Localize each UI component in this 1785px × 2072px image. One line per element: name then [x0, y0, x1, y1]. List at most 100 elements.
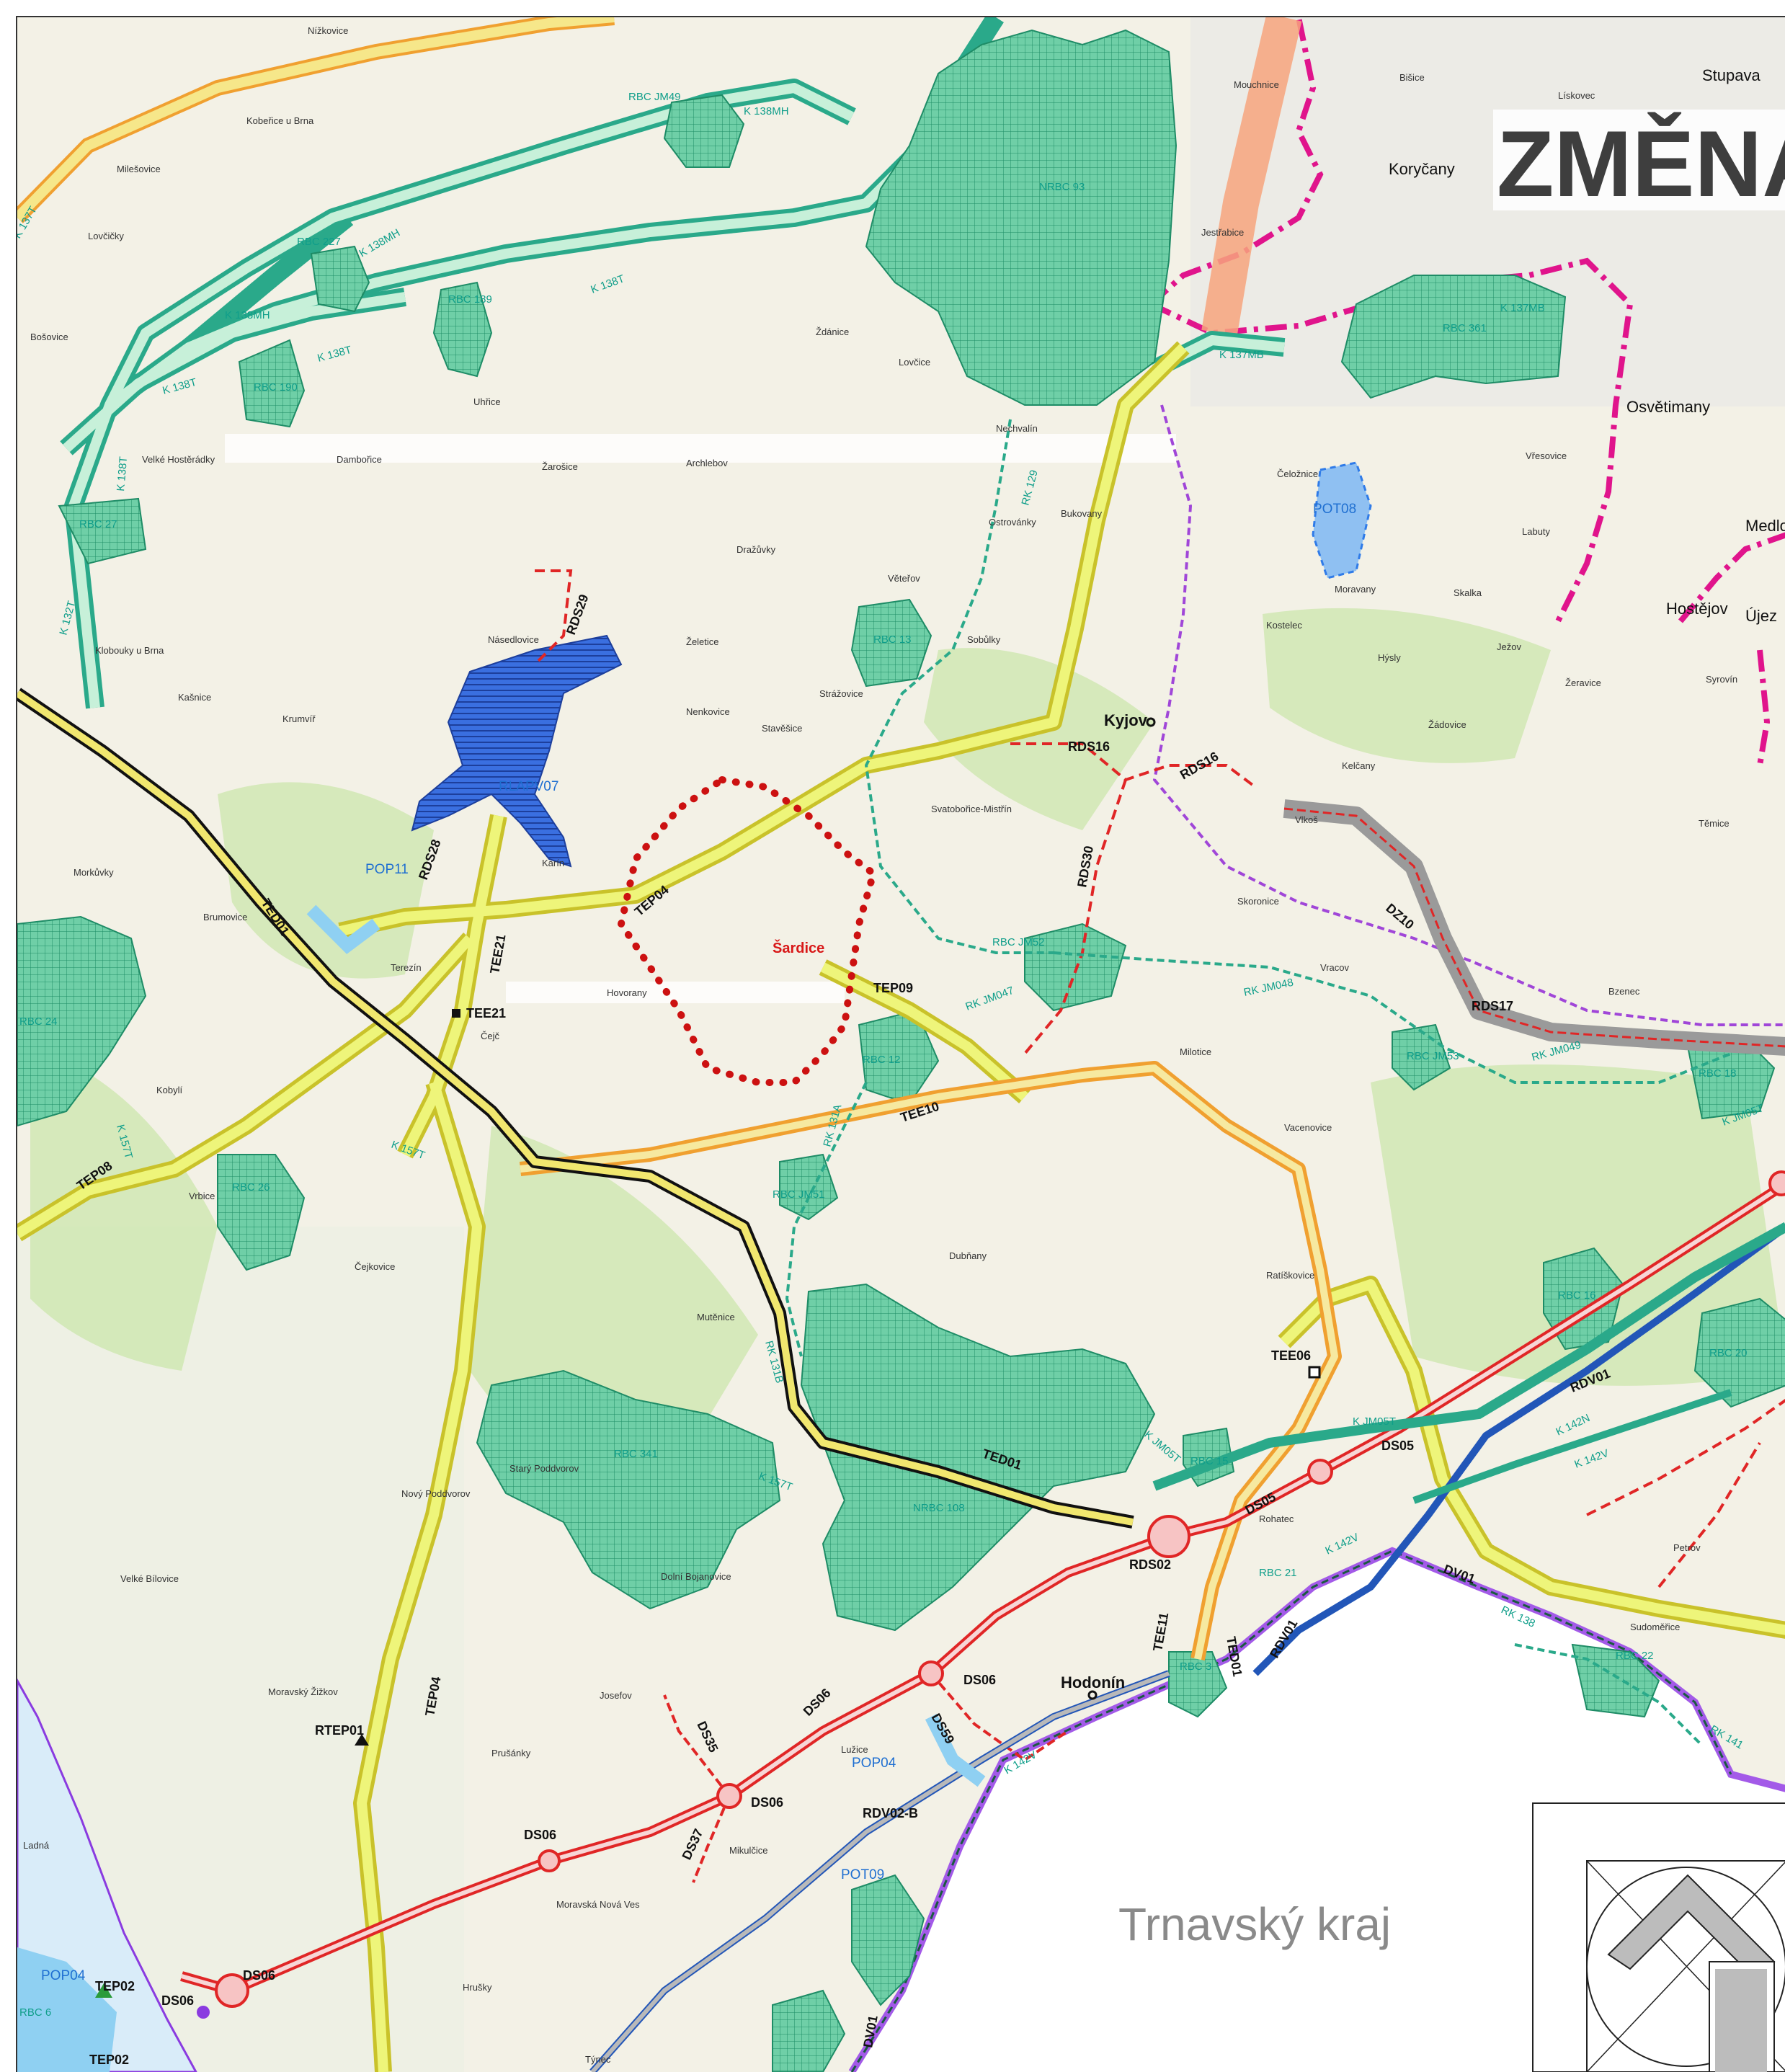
label-vikos: Vlkoš	[1295, 814, 1318, 825]
label-prusanky: Prušánky	[491, 1748, 531, 1758]
label-bzenec: Bzenec	[1608, 986, 1640, 997]
ds59-dashed	[930, 1672, 1069, 1762]
label-liskovec: Lískovec	[1558, 90, 1595, 101]
label-k137mb-a: K 137MB	[1219, 349, 1264, 361]
label-milesovice: Milešovice	[117, 164, 161, 174]
label-skoronice: Skoronice	[1237, 896, 1279, 907]
label-bisice: Bišice	[1399, 72, 1425, 83]
label-hovorany: Hovorany	[607, 987, 647, 998]
rds-dashed-roads	[533, 569, 1785, 1588]
label-hrusky: Hrušky	[463, 1982, 492, 1993]
sheet-gap-strip-2	[506, 982, 845, 1003]
label-rbc341: RBC 341	[614, 1448, 658, 1460]
label-cejkovice: Čejkovice	[355, 1261, 395, 1272]
rbc341-polygon	[476, 1369, 781, 1610]
label-zarosice: Žarošice	[542, 461, 578, 472]
label-rlapv07: RLAPV07	[499, 779, 558, 794]
hodonin-marker	[1087, 1690, 1098, 1700]
label-temice: Těmice	[1699, 818, 1730, 829]
label-bosovice: Bošovice	[30, 332, 68, 342]
label-medlo: Medlo	[1745, 517, 1785, 535]
label-rbc-jm51: RBC JM51	[773, 1188, 825, 1201]
label-dubnany: Dubňany	[949, 1250, 987, 1261]
label-ratiskovice: Ratíškovice	[1266, 1270, 1314, 1281]
label-rbc22: RBC 22	[1616, 1650, 1654, 1662]
rds17-red-dash	[1283, 807, 1785, 1048]
label-moravsky-zizkov: Moravský Žižkov	[268, 1686, 338, 1697]
label-celoznice: Čeložnice	[1277, 468, 1318, 479]
label-velke-hostehradky: Velké Hostěrádky	[142, 454, 215, 465]
label-milotice: Milotice	[1180, 1046, 1211, 1057]
label-vacenovice: Vacenovice	[1284, 1122, 1332, 1133]
label-strazovice: Strážovice	[819, 688, 863, 699]
label-veterov: Věteřov	[888, 573, 920, 584]
salmon-corridor	[1201, 17, 1302, 337]
label-ujezd: Újez	[1745, 607, 1777, 625]
label-rbc18: RBC 18	[1699, 1067, 1737, 1080]
label-jestrabice: Jestřabice	[1201, 227, 1244, 238]
pot08-area	[1312, 461, 1372, 579]
label-brumovice: Brumovice	[203, 912, 247, 922]
label-lovcice: Lovčice	[899, 357, 930, 368]
label-luzice: Lužice	[841, 1744, 868, 1755]
label-novy-poddvorov: Nový Poddvorov	[401, 1488, 471, 1499]
map-canvas[interactable]: Trnavský kraj	[17, 17, 1785, 2072]
north-arrow-circle	[1586, 1867, 1785, 2067]
label-rds17: RDS17	[1472, 999, 1513, 1013]
label-krumvir: Krumvíř	[282, 713, 316, 724]
tee06-marker	[1308, 1366, 1321, 1379]
label-dolni-bojanovice: Dolní Bojanovice	[661, 1571, 731, 1582]
label-damborice: Dambořice	[337, 454, 382, 465]
ds35-dashed	[663, 1694, 731, 1797]
label-nechvalin: Nechvalín	[996, 423, 1038, 434]
label-tep02-b: TEP02	[89, 2053, 129, 2067]
label-rdv02b: RDV02-B	[863, 1806, 918, 1820]
purple-node	[197, 2006, 210, 2019]
label-korycany: Koryčany	[1389, 160, 1455, 178]
label-hostejov: Hostějov	[1666, 600, 1728, 618]
corridor-nw-inner	[17, 17, 615, 221]
sheet-gap-strip	[225, 434, 1176, 463]
label-pot08: POT08	[1313, 502, 1356, 517]
label-kostelec: Kostelec	[1266, 620, 1302, 631]
sardice-dotted-boundary	[617, 775, 878, 1086]
k142v-corridor	[1412, 1389, 1732, 1504]
region-border-east	[1149, 257, 1634, 623]
label-kobelice: Kobeřice u Brna	[246, 115, 314, 126]
label-k138mh-c: K 138MH	[225, 309, 270, 321]
label-uhrice: Uhřice	[473, 396, 501, 407]
label-stupava: Stupava	[1702, 66, 1760, 84]
label-cejc: Čejč	[481, 1031, 500, 1041]
map-frame: Trnavský kraj	[16, 16, 1785, 2072]
label-ds06-a: DS06	[963, 1673, 996, 1687]
label-nizkovice: Nížkovice	[308, 25, 348, 36]
label-pot09: POT09	[841, 1867, 884, 1882]
place-labels: Kyjov Hodonín Šardice Koryčany Osvětiman…	[23, 25, 1785, 2065]
label-nrbc108: NRBC 108	[913, 1502, 965, 1514]
label-osvetimany: Osvětimany	[1626, 398, 1710, 416]
road-nodes	[215, 1170, 1785, 2008]
label-rbc3: RBC 3	[1180, 1660, 1211, 1673]
rbc-jm49-polygon	[663, 94, 745, 168]
rbc-jm52-polygon	[1024, 922, 1127, 1012]
tee21-marker	[452, 1009, 460, 1018]
label-kobyli: Kobylí	[156, 1085, 183, 1095]
biocenter-polygons	[17, 29, 1785, 2072]
rbc-jm53-polygon	[1392, 1023, 1451, 1091]
north-arrow-stem-fill	[1715, 1969, 1767, 2072]
k-jm05t-corridor	[1152, 1222, 1785, 1491]
label-terezin: Terezín	[391, 962, 422, 973]
label-rbc189: RBC 189	[448, 293, 492, 306]
label-ds06-c: DS06	[751, 1795, 783, 1810]
label-ds06-e: DS06	[243, 1968, 275, 1983]
label-rbc190: RBC 190	[254, 381, 298, 393]
ds-roads-inner	[181, 1181, 1785, 1993]
rbc27-polygon	[58, 497, 147, 565]
ted01-line-inner	[17, 690, 1134, 1526]
rbc13-polygon	[850, 598, 932, 688]
label-rbc-jm53: RBC JM53	[1407, 1050, 1459, 1062]
label-rds02: RDS02	[1129, 1557, 1171, 1572]
label-vresovice: Vřesovice	[1526, 450, 1567, 461]
label-k138t-d: K 138T	[115, 456, 130, 492]
label-vrbice: Vrbice	[189, 1191, 215, 1201]
